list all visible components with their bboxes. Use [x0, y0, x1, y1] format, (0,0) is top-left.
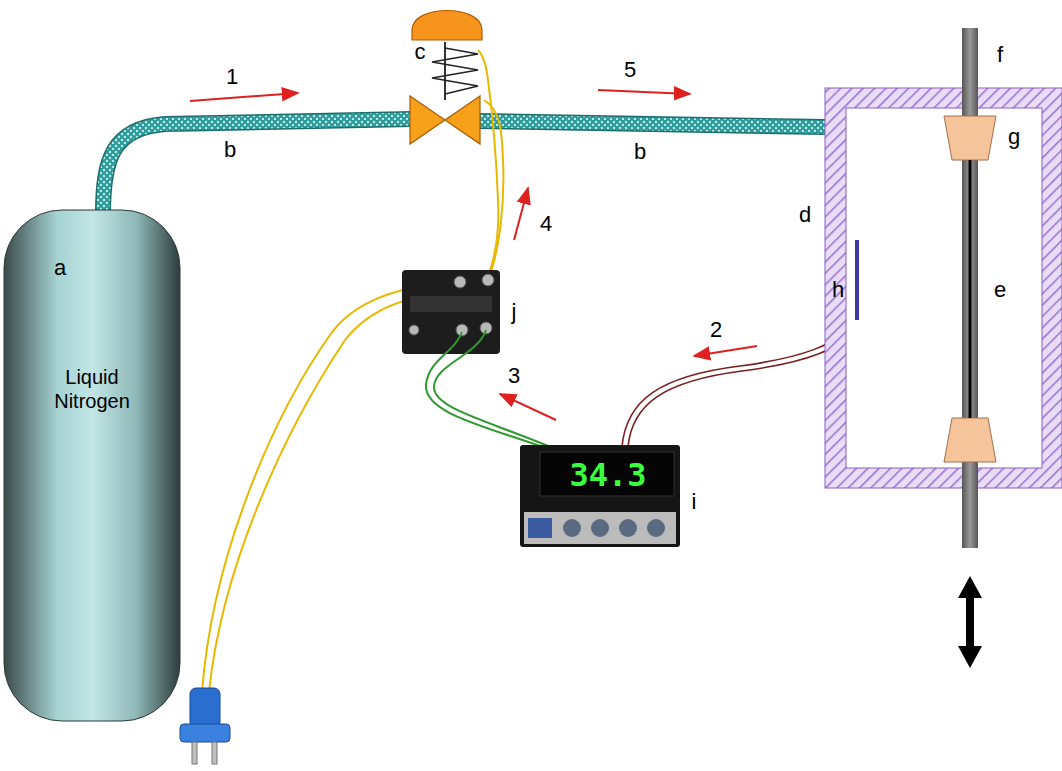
power-wires — [202, 50, 503, 692]
flow-arrow — [514, 188, 528, 240]
relay-body — [402, 270, 500, 354]
valve-actuator — [412, 11, 482, 41]
flow-arrows — [190, 90, 757, 420]
valve-stem — [444, 42, 446, 100]
nitrogen-hose — [478, 121, 826, 127]
callout-letter: b — [224, 139, 236, 161]
callout-number: 4 — [540, 213, 552, 235]
callout-letter: d — [799, 204, 811, 226]
control-wires — [426, 330, 548, 446]
flow-arrow — [598, 90, 690, 94]
callout-letter: i — [692, 491, 697, 513]
callout-letter: c — [415, 41, 426, 63]
tank-node: Liquid Nitrogen — [3, 209, 181, 722]
controller-body — [520, 445, 680, 547]
tank-outline — [3, 209, 181, 722]
valve-body — [410, 96, 445, 144]
power-plug — [180, 688, 230, 764]
control-wire — [426, 332, 540, 446]
chamber-interior — [846, 108, 1042, 468]
callout-number: 1 — [226, 66, 238, 88]
flow-arrow — [694, 346, 757, 356]
temperature-controller — [520, 445, 680, 547]
controller-button — [591, 519, 609, 537]
controller-keypad — [524, 512, 676, 544]
controller-display — [540, 452, 674, 496]
plug-body — [190, 688, 220, 728]
nitrogen-hose — [103, 119, 412, 214]
hose-outline — [478, 121, 826, 127]
load-direction-arrow — [958, 576, 982, 668]
callout-letter: j — [512, 301, 517, 323]
sensor-wire — [622, 320, 860, 447]
callout-number: 2 — [710, 319, 722, 341]
chamber-wall — [825, 88, 1062, 488]
callout-letter: b — [634, 141, 646, 163]
plug-prong — [212, 742, 217, 764]
controller-button — [619, 519, 637, 537]
callout-letter: e — [994, 279, 1006, 301]
relay-label-plate — [410, 296, 492, 312]
plug-prong — [192, 742, 197, 764]
environmental-chamber — [825, 28, 1062, 548]
plug-head — [180, 724, 230, 742]
controller-logo-plate — [528, 518, 552, 538]
controller-button — [563, 519, 581, 537]
callout-letter: h — [832, 279, 844, 301]
grip — [944, 418, 996, 462]
grip — [944, 116, 996, 160]
callout-letter: g — [1008, 126, 1020, 148]
sensor-wire — [622, 320, 855, 447]
relay-screw — [409, 325, 419, 335]
callout-letter: f — [997, 44, 1003, 66]
control-wire — [434, 330, 548, 446]
node-label: Liquid Nitrogen — [32, 365, 152, 413]
specimen — [969, 160, 972, 418]
callout-number: 5 — [624, 59, 636, 81]
tank-body — [4, 210, 180, 721]
temperature-sensor — [855, 240, 859, 320]
hose-outline — [103, 119, 412, 214]
valve-body — [445, 96, 480, 144]
solenoid-valve — [410, 11, 482, 145]
loading-rod — [962, 28, 978, 548]
valve-spring — [432, 48, 478, 94]
flow-arrow — [190, 93, 298, 101]
controller-button — [647, 519, 665, 537]
callout-letter: a — [54, 257, 66, 279]
relay-terminal — [482, 274, 494, 286]
power-wire — [209, 50, 498, 692]
flow-arrow — [500, 394, 556, 420]
display-readout: 34.3 — [569, 459, 646, 491]
solid-state-relay — [402, 270, 500, 354]
relay-terminal — [454, 276, 466, 288]
power-wire — [484, 100, 503, 280]
callout-number: 3 — [508, 365, 520, 387]
